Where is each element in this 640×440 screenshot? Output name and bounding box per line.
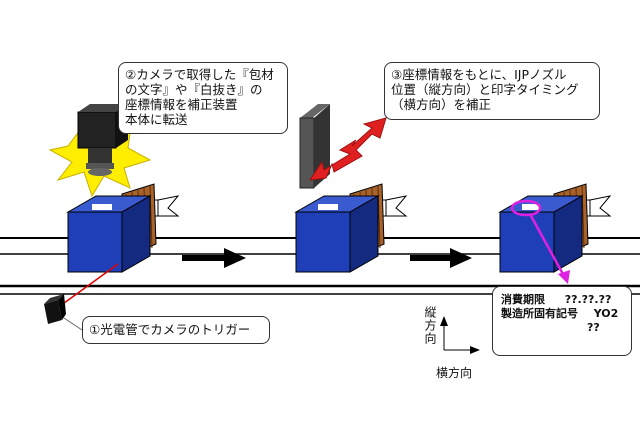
camera-callout-line-3: 座標情報を補正装置 (125, 97, 238, 112)
correction-callout-line-2: 位置（縦方向）と印字タイミング (391, 82, 579, 97)
correction-callout-line-1: ③座標情報をもとに、IJPノズル (391, 67, 567, 82)
flow-arrow-2 (410, 248, 472, 268)
print-line-2: 製造所固有記号 YO2 (501, 307, 623, 321)
correction-callout-line-3: （横方向）を補正 (391, 97, 492, 112)
camera-callout-line-1: ②カメラで取得した『包材 (125, 67, 274, 82)
expiry-label: 消費期限 (501, 293, 545, 306)
expiry-value: ??.??.?? (564, 293, 612, 306)
correction-callout: ③座標情報をもとに、IJPノズル 位置（縦方向）と印字タイミング （横方向）を補… (384, 62, 600, 120)
axis-indicator (440, 316, 480, 354)
camera-callout-line-2: の文字』や『白抜き』の (125, 82, 263, 97)
print-sample-box: 消費期限 ??.??.?? 製造所固有記号 YO2 ?? (492, 286, 632, 356)
horizontal-axis-label: 横方向 (436, 366, 473, 380)
print-pointer-arrow (528, 213, 570, 284)
trigger-callout: ①光電管でカメラのトリガー (82, 316, 270, 344)
correction-arrow-icon (308, 117, 387, 181)
photoelectric-sensor-icon (44, 263, 119, 324)
package-box-2 (294, 183, 408, 273)
print-line-3-text: ?? (587, 321, 600, 334)
print-line-3: ?? (501, 321, 623, 335)
camera-callout: ②カメラで取得した『包材 の文字』や『白抜き』の 座標情報を補正装置 本体に転送 (118, 62, 288, 134)
maker-code-value: YO2 (593, 307, 619, 320)
maker-code-label: 製造所固有記号 (501, 307, 578, 320)
package-box-1 (66, 183, 180, 273)
inkjet-head-icon (299, 104, 330, 189)
trigger-callout-pointer (63, 317, 83, 331)
vertical-axis-label: 縦方向 (423, 306, 437, 345)
flow-arrow-1 (182, 248, 246, 268)
camera-callout-line-4: 本体に転送 (125, 112, 188, 127)
trigger-callout-text: ①光電管でカメラのトリガー (89, 322, 251, 337)
print-line-1: 消費期限 ??.??.?? (501, 293, 623, 307)
